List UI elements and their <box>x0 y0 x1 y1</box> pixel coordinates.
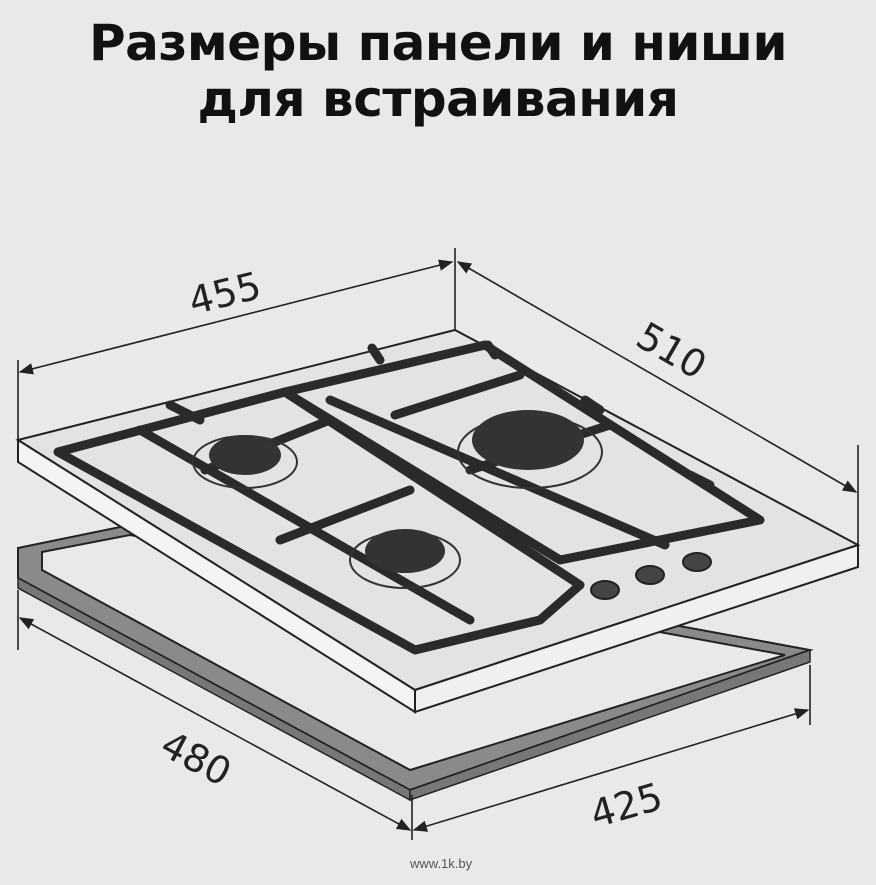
niche-width-label: 425 <box>585 774 667 836</box>
panel-depth-label: 510 <box>629 314 714 388</box>
control-knobs <box>590 552 712 600</box>
watermark: www.1k.by <box>410 856 473 871</box>
burner-small-front <box>349 529 461 589</box>
panel-width-label: 455 <box>184 263 265 323</box>
burner-small-left <box>192 435 298 489</box>
title-line-2: для встраивания <box>197 70 679 128</box>
niche-depth-label: 480 <box>154 722 239 795</box>
title-line-1: Размеры панели и ниши <box>88 14 788 72</box>
